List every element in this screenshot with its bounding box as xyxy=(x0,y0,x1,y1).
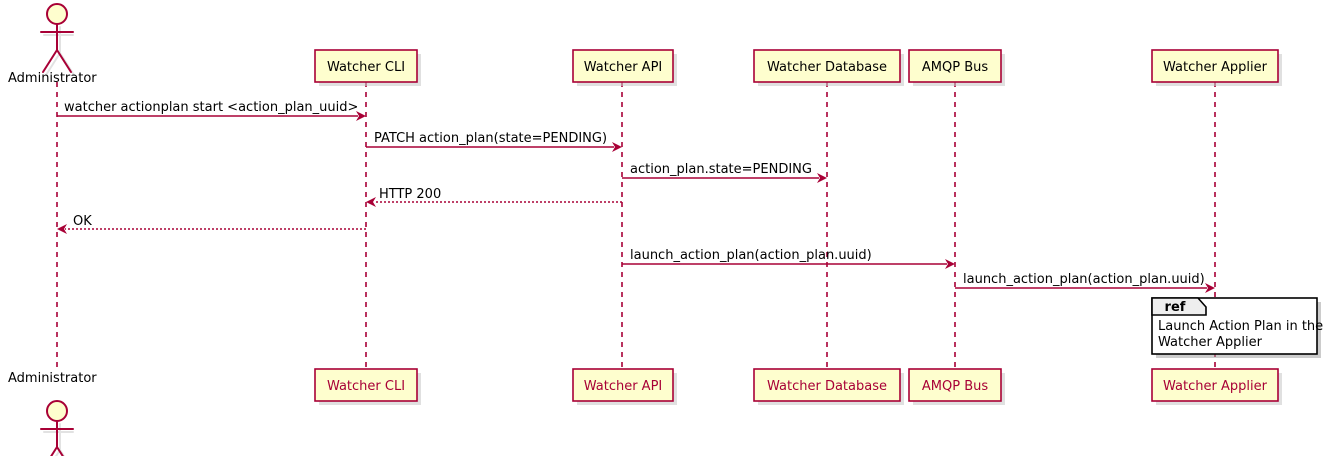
box-rect[interactable] xyxy=(572,368,674,402)
participant-label: Watcher CLI xyxy=(327,379,405,394)
message-label: PATCH action_plan(state=PENDING) xyxy=(374,131,607,146)
message-arrowhead xyxy=(612,142,622,152)
message-arrowhead xyxy=(57,224,67,234)
box-rect[interactable] xyxy=(753,368,901,402)
box-rect[interactable] xyxy=(314,368,418,402)
participant-label: Watcher Database xyxy=(767,60,887,75)
participant-box-watcher-cli-bottom[interactable]: Watcher CLI xyxy=(314,368,421,405)
box-rect[interactable] xyxy=(908,49,1002,83)
message-4-watcher-api-to-watcher-cli[interactable]: HTTP 200 xyxy=(366,187,622,207)
message-label: HTTP 200 xyxy=(379,187,441,202)
participant-box-amqp-bus-bottom[interactable]: AMQP Bus xyxy=(908,368,1005,405)
box-rect[interactable] xyxy=(572,49,674,83)
participant-box-watcher-api-top[interactable]: Watcher API xyxy=(572,49,677,86)
message-arrowhead xyxy=(356,111,366,121)
participant-box-watcher-api-bottom[interactable]: Watcher API xyxy=(572,368,677,405)
participant-box-watcher-applier-bottom[interactable]: Watcher Applier xyxy=(1151,368,1282,405)
message-3-watcher-api-to-watcher-database[interactable]: action_plan.state=PENDING xyxy=(622,162,827,183)
message-arrowhead xyxy=(817,173,827,183)
participant-label: Watcher API xyxy=(584,379,663,394)
box-rect[interactable] xyxy=(1151,368,1279,402)
message-label: watcher actionplan start <action_plan_uu… xyxy=(64,100,358,115)
participant-box-watcher-database-top[interactable]: Watcher Database xyxy=(753,49,904,86)
actor-label: Administrator xyxy=(8,371,97,386)
ref-text-line: Watcher Applier xyxy=(1158,335,1263,350)
message-label: OK xyxy=(73,214,92,229)
actor-body-icon xyxy=(40,23,74,73)
participant-box-amqp-bus-top[interactable]: AMQP Bus xyxy=(908,49,1005,86)
participant-box-watcher-database-bottom[interactable]: Watcher Database xyxy=(753,368,904,405)
message-5-watcher-cli-to-administrator[interactable]: OK xyxy=(57,214,366,234)
participant-label: Watcher Applier xyxy=(1163,379,1268,394)
participant-label: AMQP Bus xyxy=(922,379,988,394)
message-2-watcher-cli-to-watcher-api[interactable]: PATCH action_plan(state=PENDING) xyxy=(366,131,622,152)
actor-administrator-bottom[interactable]: Administrator xyxy=(8,371,97,456)
participant-label: Watcher CLI xyxy=(327,60,405,75)
actor-label: Administrator xyxy=(8,71,97,86)
participants-layer: Watcher CLI Watcher CLI Watcher API Watcher… xyxy=(314,49,1282,405)
participant-box-watcher-applier-top[interactable]: Watcher Applier xyxy=(1151,49,1282,86)
message-arrowhead xyxy=(1205,283,1215,293)
actor-administrator-top[interactable]: Administrator xyxy=(8,3,97,86)
ref-tab xyxy=(1151,297,1207,316)
box-rect[interactable] xyxy=(908,368,1002,402)
box-rect[interactable] xyxy=(314,49,418,83)
participant-box-watcher-cli-top[interactable]: Watcher CLI xyxy=(314,49,421,86)
participant-label: Watcher API xyxy=(584,60,663,75)
lifelines-layer xyxy=(56,82,1216,369)
actor-body-icon xyxy=(40,420,74,456)
actor-head-icon xyxy=(46,400,68,422)
participant-label: Watcher Database xyxy=(767,379,887,394)
actor-head-icon xyxy=(46,3,68,25)
messages-layer: watcher actionplan start <action_plan_uu… xyxy=(57,100,1215,293)
ref-text-line: Launch Action Plan in the xyxy=(1158,319,1323,334)
box-rect[interactable] xyxy=(753,49,901,83)
participant-label: AMQP Bus xyxy=(922,60,988,75)
message-arrowhead xyxy=(366,197,376,207)
message-6-watcher-api-to-amqp-bus[interactable]: launch_action_plan(action_plan.uuid) xyxy=(622,248,955,269)
message-arrowhead xyxy=(945,259,955,269)
participant-label: Watcher Applier xyxy=(1163,60,1268,75)
message-label: launch_action_plan(action_plan.uuid) xyxy=(963,272,1205,287)
ref-tab-label: ref xyxy=(1165,300,1186,315)
message-7-amqp-bus-to-watcher-applier[interactable]: launch_action_plan(action_plan.uuid) xyxy=(955,272,1215,293)
message-1-administrator-to-watcher-cli[interactable]: watcher actionplan start <action_plan_uu… xyxy=(57,100,366,121)
message-label: action_plan.state=PENDING xyxy=(630,162,812,177)
message-label: launch_action_plan(action_plan.uuid) xyxy=(630,248,872,263)
box-rect[interactable] xyxy=(1151,49,1279,83)
